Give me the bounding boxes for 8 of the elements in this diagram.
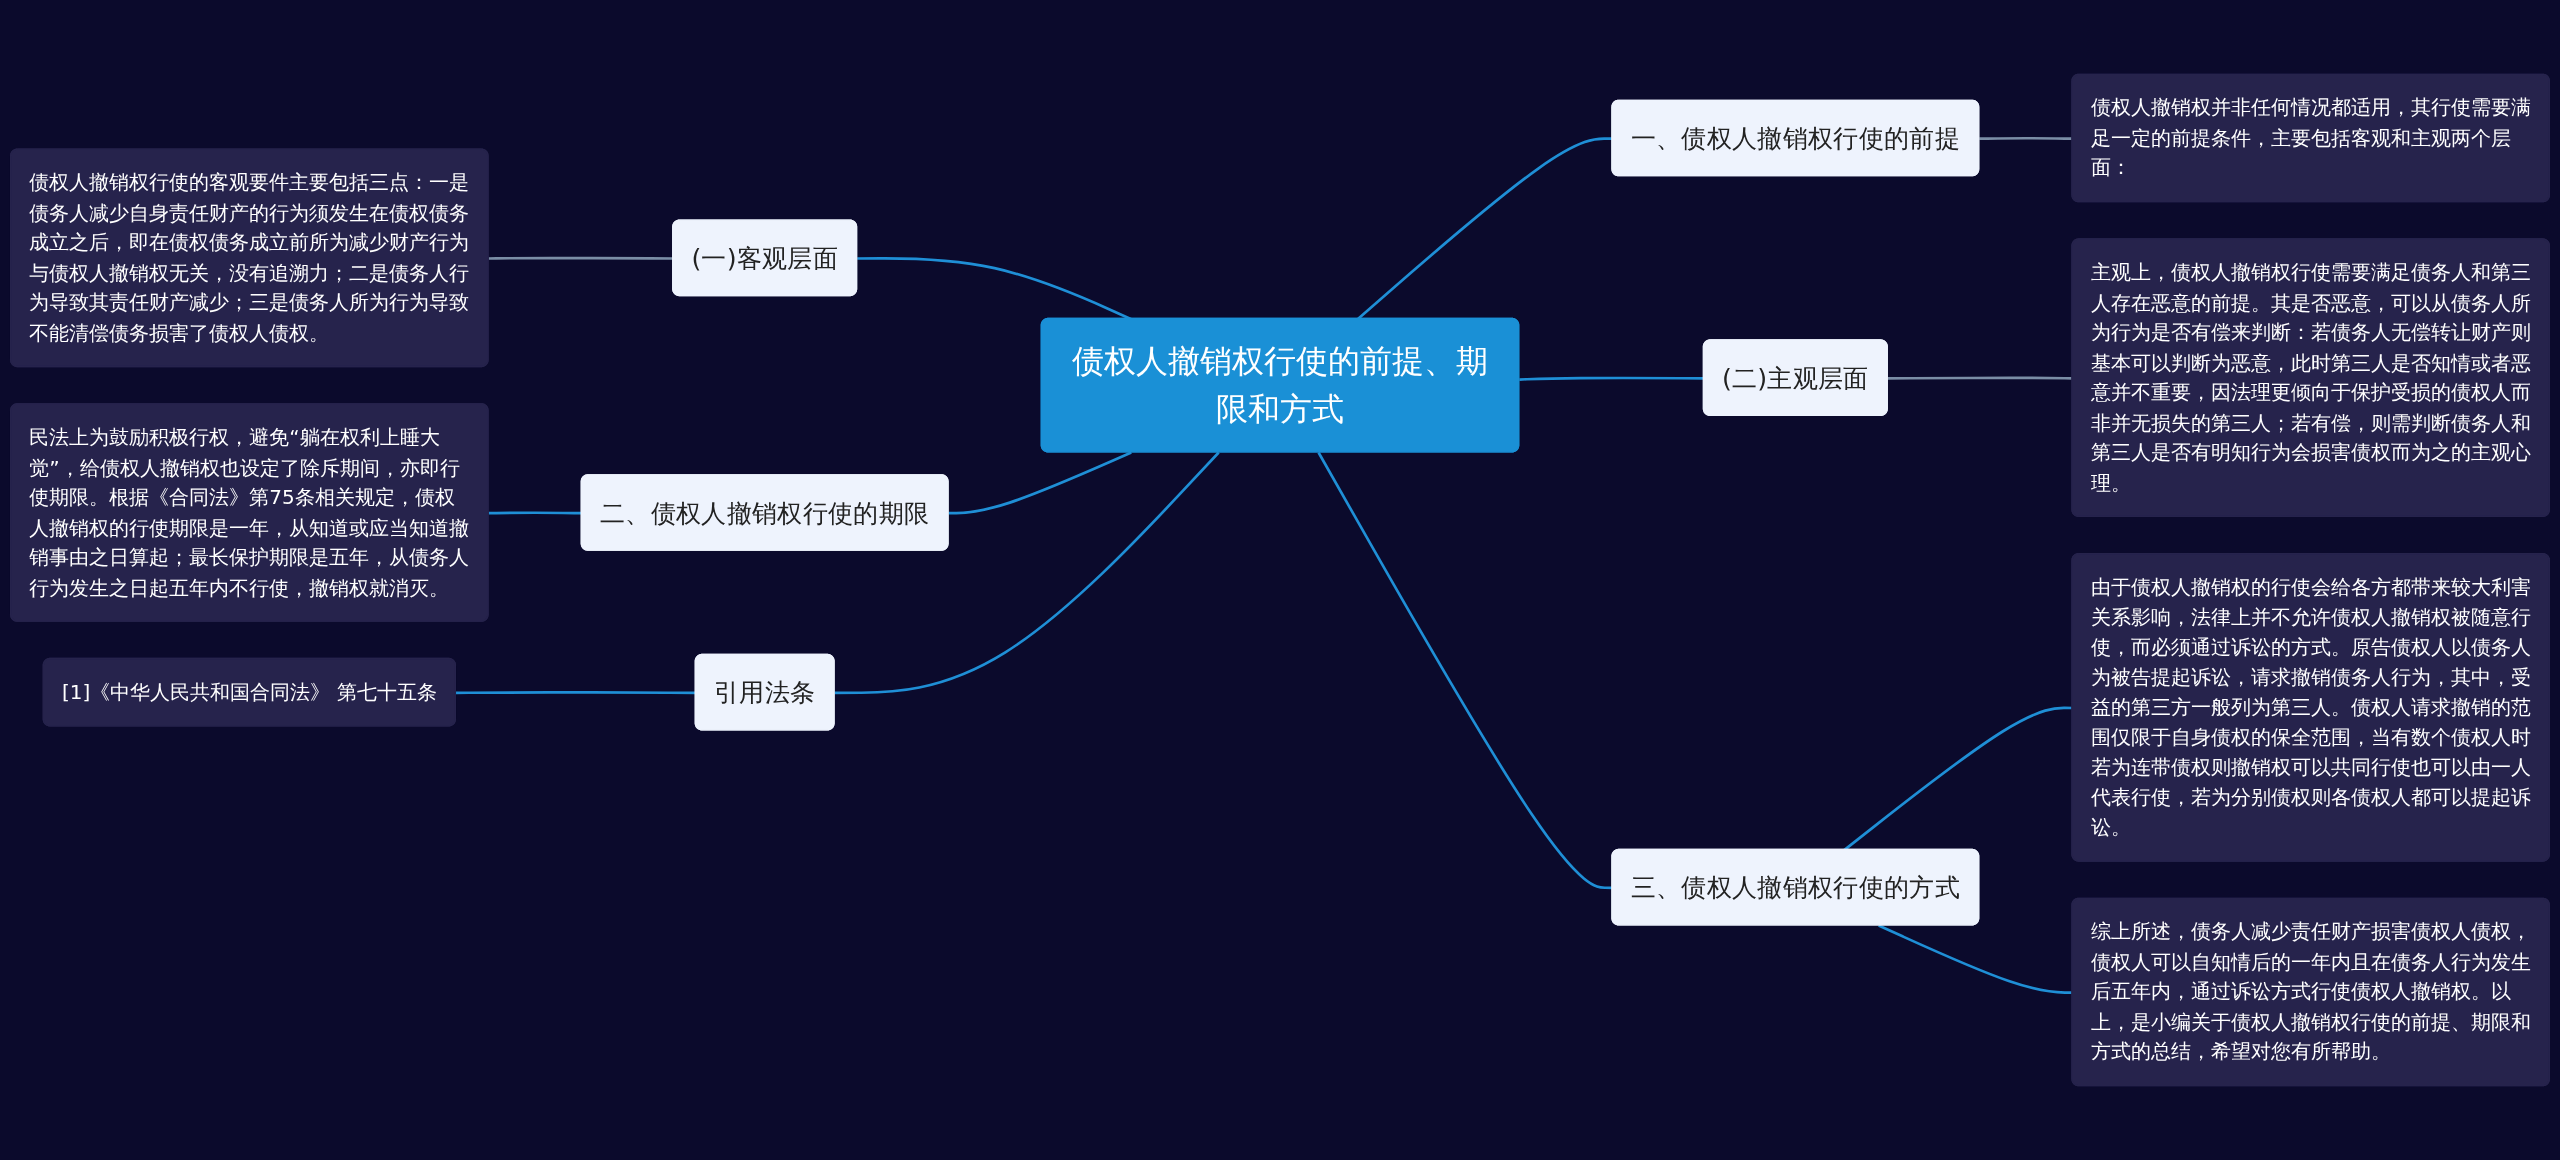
connector <box>1317 451 1613 890</box>
connector <box>1887 376 2073 380</box>
connector <box>834 451 1220 695</box>
connector <box>456 691 696 695</box>
connector <box>488 511 582 515</box>
connector <box>948 451 1132 515</box>
connector <box>1878 924 2073 994</box>
connector <box>1979 136 2073 140</box>
